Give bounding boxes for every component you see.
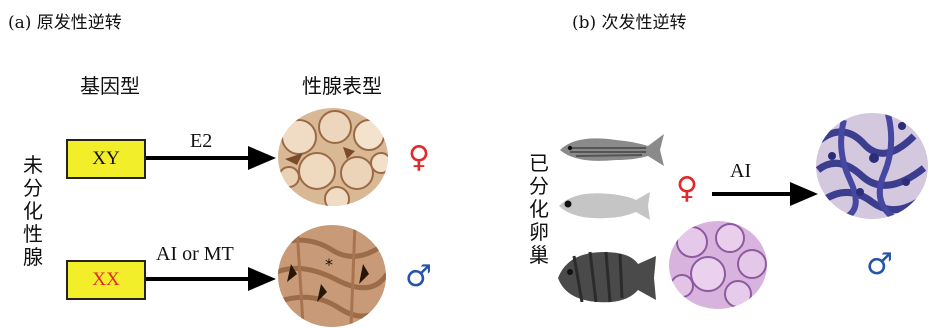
male-symbol-b: ♂ [866, 250, 893, 280]
testis-histology-image [814, 110, 929, 220]
